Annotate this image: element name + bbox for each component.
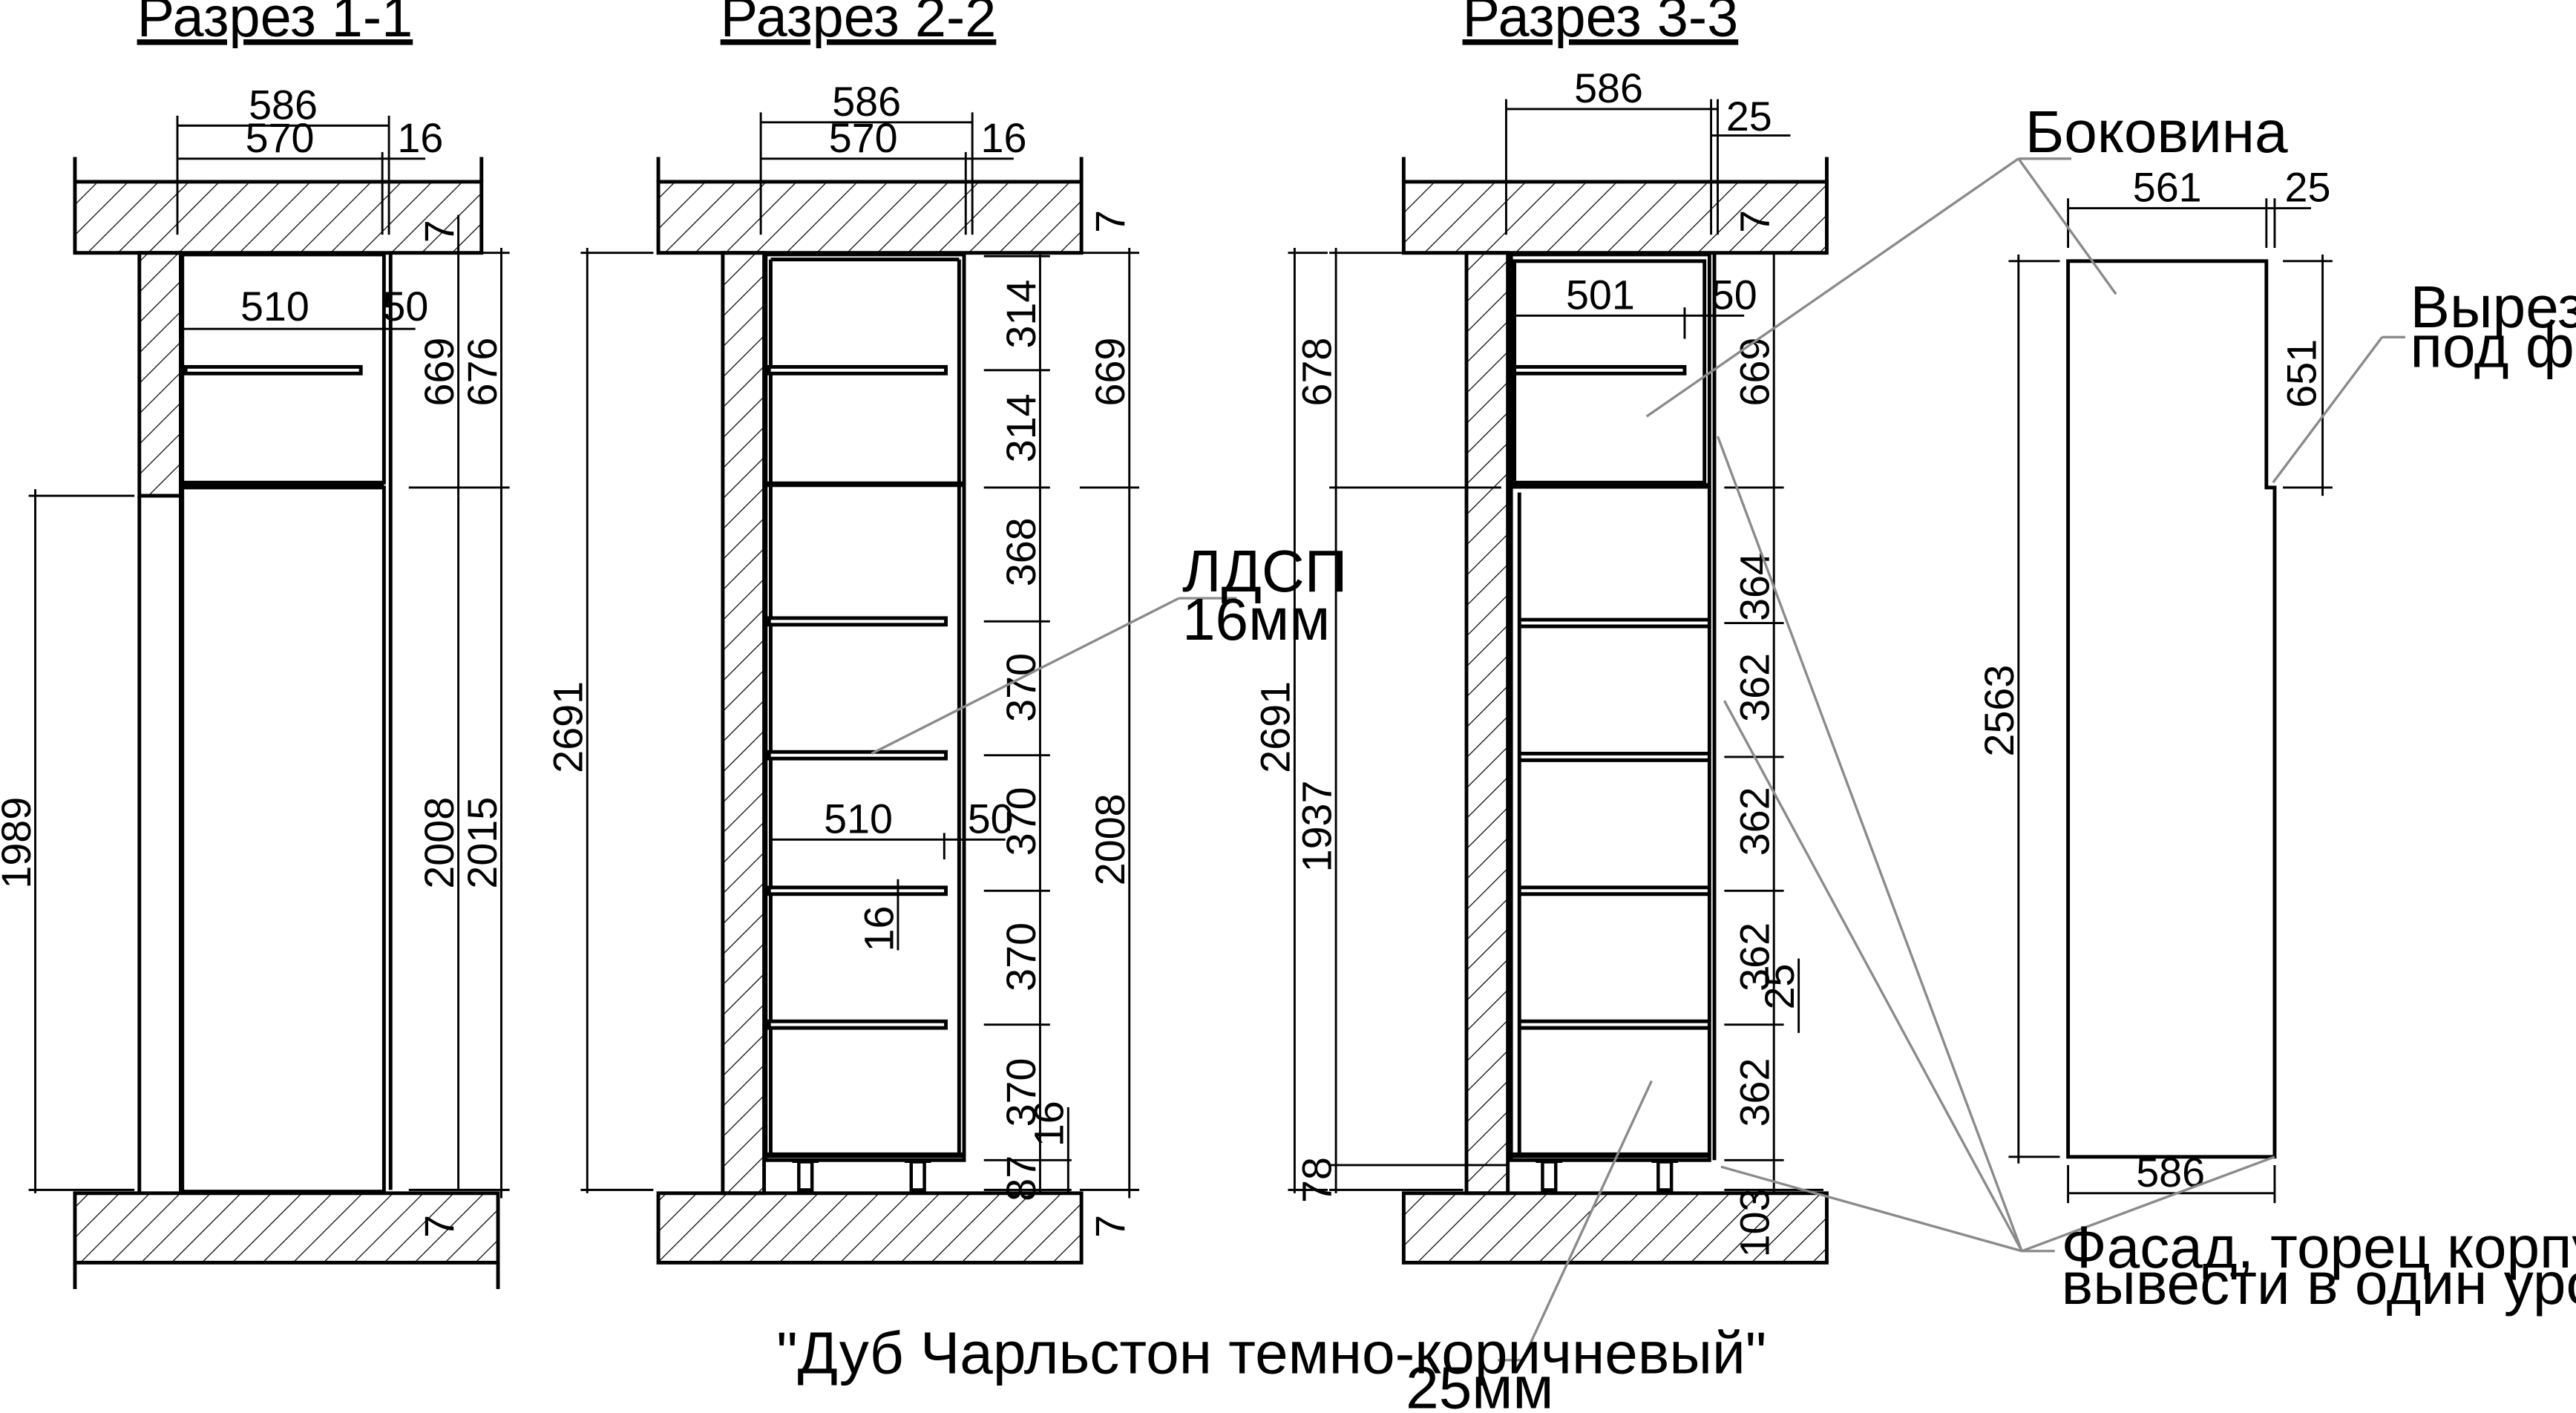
dim-s3-25: 25 (1726, 94, 1772, 140)
dim-s1-510: 510 (240, 283, 309, 330)
dim-s2-570: 570 (829, 115, 898, 161)
shelf (767, 616, 948, 627)
annotations: Боковина Вырез под фасад Фасад, торец ко… (776, 98, 2576, 1413)
leg (909, 1160, 926, 1192)
dim-s1-669: 669 (416, 338, 462, 407)
cutout-label-2: под фасад (2411, 312, 2576, 379)
dim-s2-7-top: 7 (1087, 210, 1133, 233)
dim-s1-2015: 2015 (459, 797, 505, 889)
dim-s1-2008: 2008 (416, 797, 462, 889)
dim-s1-1989: 1989 (0, 797, 39, 889)
dim-s2-314-b: 314 (998, 393, 1044, 462)
dim-s2-370-c: 370 (998, 922, 1044, 991)
shelf (1513, 364, 1687, 376)
dim-s1-7-top: 7 (416, 220, 462, 243)
dim-s1-676: 676 (459, 338, 505, 407)
dim-s2-669: 669 (1087, 338, 1133, 407)
leg (1541, 1160, 1558, 1192)
dim-s3-362-a: 362 (1732, 653, 1778, 722)
ldsp-label-1: ЛДСП (1182, 537, 1347, 604)
dim-s3-362-b: 362 (1732, 787, 1778, 856)
dim-s2-16-shelf: 16 (856, 906, 902, 952)
dim-s2-50: 50 (968, 796, 1014, 842)
dim-s3-362-d: 362 (1732, 1058, 1778, 1127)
dim-s3-678: 678 (1294, 338, 1340, 407)
floor-slab (656, 1191, 1084, 1265)
dim-side-25: 25 (2285, 165, 2331, 211)
dim-s1-586: 586 (249, 82, 318, 128)
dim-side-586: 586 (2136, 1150, 2205, 1196)
dim-s3-364: 364 (1732, 552, 1778, 621)
dim-s2-7-bottom: 7 (1087, 1215, 1133, 1238)
section-1-1-title: Разрез 1-1 (137, 0, 413, 49)
leg (797, 1160, 814, 1192)
shelf (767, 1019, 948, 1030)
dim-s3-1937: 1937 (1294, 781, 1340, 873)
dim-s2-87: 87 (998, 1155, 1044, 1201)
dim-s3-362-c: 362 (1732, 922, 1778, 991)
dim-s2-510: 510 (824, 796, 893, 842)
dim-s2-16: 16 (981, 115, 1027, 161)
shelf (767, 750, 948, 761)
level-note-2: вывести в один уровень (2062, 1250, 2576, 1317)
bokovina-label: Боковина (2025, 98, 2288, 165)
leg (1656, 1160, 1674, 1192)
section-2-2-title: Разрез 2-2 (721, 0, 997, 49)
dim-s2-370-d: 370 (998, 1058, 1044, 1127)
dim-s3-586: 586 (1574, 65, 1643, 111)
dim-s2-586: 586 (832, 79, 901, 125)
wall (1464, 251, 1510, 1196)
shelf (767, 364, 948, 376)
dim-s3-669: 669 (1732, 338, 1778, 407)
level-note-1: Фасад, торец корпуса, цоколь (2062, 1213, 2576, 1280)
oak-note-2: 25мм (1406, 1354, 1553, 1413)
side-panel-detail: 561 25 651 2563 586 (1976, 165, 2333, 1204)
section-3-3-title: Разрез 3-3 (1463, 0, 1739, 49)
section-2-2: Разрез 2-2 586 570 16 510 50 16 (545, 0, 1347, 1265)
dim-side-561: 561 (2133, 165, 2202, 211)
dim-s3-7-top: 7 (1732, 210, 1778, 233)
dim-s3-78: 78 (1294, 1157, 1340, 1203)
cutout-label-1: Вырез (2411, 273, 2576, 340)
shelf (767, 885, 948, 896)
dim-s2-314-a: 314 (998, 280, 1044, 349)
dim-s3-50: 50 (1711, 272, 1757, 318)
dim-s1-570: 570 (246, 115, 315, 161)
dim-s2-370-a: 370 (998, 653, 1044, 722)
dim-s3-25-gap: 25 (1757, 963, 1803, 1009)
dim-s2-2691: 2691 (545, 681, 591, 773)
ceiling-slab (1401, 180, 1829, 255)
dim-s1-16: 16 (397, 115, 443, 161)
section-3-3: Разрез 3-3 586 25 501 50 (1253, 0, 1829, 1265)
oak-note-1: "Дуб Чарльстон темно-коричневый" (776, 1319, 1766, 1386)
dim-s3-103: 103 (1732, 1188, 1778, 1257)
floor-slab (73, 1191, 500, 1265)
dim-s2-16-plinth: 16 (1026, 1101, 1072, 1147)
floor-slab (1401, 1191, 1829, 1265)
dim-side-2563: 2563 (1976, 665, 2022, 757)
dim-s3-2691: 2691 (1253, 681, 1299, 773)
shelf-1 (183, 364, 363, 376)
wall (721, 251, 767, 1196)
dim-s1-7-bottom: 7 (416, 1215, 462, 1238)
ceiling-slab (656, 180, 1084, 255)
side-panel-outline (2066, 259, 2277, 1159)
dim-s2-370-b: 370 (998, 787, 1044, 856)
dim-s1-50: 50 (382, 283, 428, 330)
ldsp-label-2: 16мм (1182, 586, 1330, 652)
dim-side-651: 651 (2279, 339, 2325, 408)
dim-s2-368: 368 (998, 517, 1044, 586)
ceiling-slab (73, 180, 484, 255)
dim-s3-501: 501 (1566, 272, 1635, 318)
wall-stub (137, 251, 183, 498)
cabinet-body-3 (1509, 252, 1711, 1162)
lower-cabinet-1 (180, 485, 386, 1194)
dim-s2-2008: 2008 (1087, 793, 1133, 885)
section-1-1: Разрез 1-1 586 570 16 510 50 7 (0, 0, 510, 1289)
